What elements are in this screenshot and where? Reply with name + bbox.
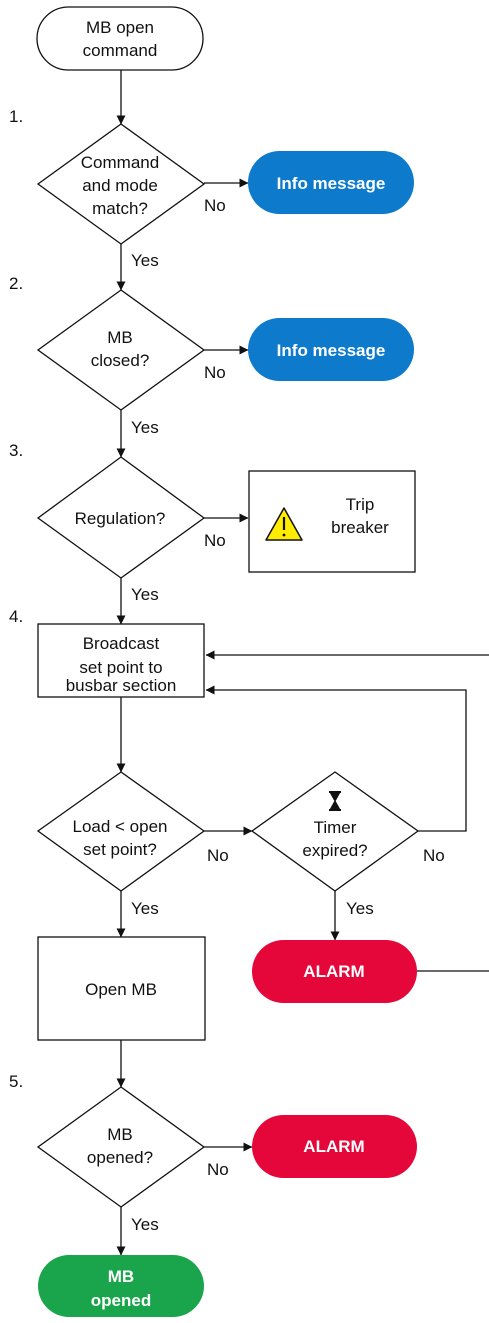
alarm-2-label: ALARM xyxy=(303,1137,364,1156)
process-open-mb: Open MB xyxy=(37,936,206,1041)
yes-label-6: Yes xyxy=(131,1215,159,1234)
step-number-1: 1. xyxy=(9,107,23,126)
warning-icon xyxy=(265,507,303,541)
no-label-3: No xyxy=(204,531,226,550)
decision-3-label-1: Regulation? xyxy=(75,509,166,528)
alarm-pill-2 xyxy=(252,1115,417,1178)
decision-2-label-2: closed? xyxy=(91,351,150,370)
info-message-1: Info message xyxy=(248,151,414,214)
broadcast-label-1: Broadcast xyxy=(83,634,160,653)
decision-timer-expired: Timer expired? xyxy=(250,771,420,892)
timer-label-1: Timer xyxy=(314,818,357,837)
decision-command-mode-match: Command and mode match? xyxy=(36,123,206,245)
alarm-2: ALARM xyxy=(252,1115,417,1178)
end-label-1: MB xyxy=(108,1267,134,1286)
decision-4-label-2: set point? xyxy=(83,840,157,859)
decision-1-label-3: match? xyxy=(92,199,148,218)
yes-label-3: Yes xyxy=(131,585,159,604)
alarm-1: ALARM xyxy=(252,940,417,1003)
decision-2-label-1: MB xyxy=(107,328,133,347)
info-message-2-label: Info message xyxy=(277,341,386,360)
decision-4-label-1: Load < open xyxy=(72,817,167,836)
decision-mb-closed: MB closed? xyxy=(36,289,206,411)
no-label-5: No xyxy=(423,846,445,865)
yes-label-1: Yes xyxy=(131,251,159,270)
broadcast-label-2: set point to xyxy=(79,658,162,677)
alarm-1-label: ALARM xyxy=(303,962,364,981)
connectors xyxy=(116,70,489,1256)
end-label-2: opened xyxy=(91,1291,151,1310)
decision-regulation: Regulation? xyxy=(36,456,206,579)
info-message-2: Info message xyxy=(248,318,414,381)
start-terminal: MB open command xyxy=(36,6,204,71)
success-pill xyxy=(38,1255,204,1317)
no-label-1: No xyxy=(204,196,226,215)
info-pill-2 xyxy=(248,318,414,381)
yes-label-5: Yes xyxy=(346,899,374,918)
start-label-2: command xyxy=(83,41,158,60)
step-number-4: 4. xyxy=(9,607,23,626)
trip-breaker-label-2: breaker xyxy=(331,518,389,537)
decision-5-label-1: MB xyxy=(107,1125,133,1144)
start-label-1: MB open xyxy=(86,18,154,37)
step-number-2: 2. xyxy=(9,274,23,293)
yes-label-4: Yes xyxy=(131,899,159,918)
open-mb-label: Open MB xyxy=(85,980,157,999)
trip-breaker-label-1: Trip xyxy=(346,495,375,514)
timer-label-2: expired? xyxy=(302,841,367,860)
step-number-3: 3. xyxy=(9,441,23,460)
no-label-6: No xyxy=(207,1160,229,1179)
info-message-1-label: Info message xyxy=(277,174,386,193)
decision-load-open-set-point: Load < open set point? xyxy=(36,771,206,892)
yes-label-2: Yes xyxy=(131,418,159,437)
step-number-5: 5. xyxy=(9,1072,23,1091)
decision-mb-opened: MB opened? xyxy=(36,1086,206,1208)
end-mb-opened: MB opened xyxy=(38,1255,204,1317)
process-broadcast: Broadcast set point to busbar section xyxy=(37,623,205,698)
trip-breaker-box: Trip breaker xyxy=(248,470,416,573)
alarm-pill-1 xyxy=(252,940,417,1003)
no-label-2: No xyxy=(204,363,226,382)
decision-1-label-1: Command xyxy=(81,153,159,172)
no-label-4: No xyxy=(207,846,229,865)
decision-1-label-2: and mode xyxy=(82,176,158,195)
decision-5-label-2: opened? xyxy=(87,1148,153,1167)
edge-timer-no-loop xyxy=(205,685,467,832)
broadcast-label-3: busbar section xyxy=(66,676,177,695)
info-pill-1 xyxy=(248,151,414,214)
hourglass-icon xyxy=(329,791,341,811)
